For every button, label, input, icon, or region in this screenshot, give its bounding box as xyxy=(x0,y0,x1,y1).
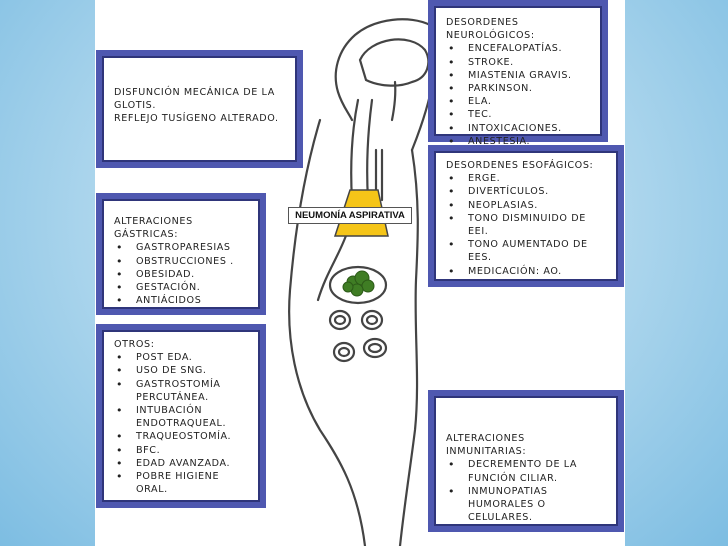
green-mass xyxy=(342,270,375,297)
list-item: ENCEFALOPATÍAS. xyxy=(448,42,590,55)
neurologicos-title: DESORDENES NEUROLÓGICOS: xyxy=(446,17,535,42)
list-item: TRAQUEOSTOMÍA. xyxy=(116,430,248,443)
stomach-outline xyxy=(328,265,388,305)
list-item: ERGE. xyxy=(448,172,606,185)
list-item: NEOPLASIAS. xyxy=(448,199,606,212)
list-item: USO DE SNG. xyxy=(116,364,248,377)
list-item: INTOXICACIONES. xyxy=(448,122,590,135)
front-line xyxy=(398,148,419,546)
neurologicos-list: ENCEFALOPATÍAS. STROKE. MIASTENIA GRAVIS… xyxy=(446,42,590,148)
list-item: GASTROSTOMÍA PERCUTÁNEA. xyxy=(116,378,248,404)
neumonia-label: NEUMONÍA ASPIRATIVA xyxy=(288,207,412,224)
list-item: DIVERTÍCULOS. xyxy=(448,185,606,198)
list-item: OBESIDAD. xyxy=(116,268,248,281)
otros-title: OTROS: xyxy=(114,339,155,350)
glotis-line-1: DISFUNCIÓN MECÁNICA DE LA GLOTIS. xyxy=(114,87,275,112)
list-item: POBRE HIGIENE ORAL. xyxy=(116,470,248,496)
list-item: STROKE. xyxy=(448,56,590,69)
list-item: PARKINSON. xyxy=(448,82,590,95)
list-item: TONO AUMENTADO DE EES. xyxy=(448,238,606,264)
box-esofagicos: DESORDENES ESOFÁGICOS: ERGE. DIVERTÍCULO… xyxy=(428,145,624,287)
box-otros: OTROS: POST EDA. USO DE SNG. GASTROSTOMÍ… xyxy=(96,324,266,508)
esofagicos-list: ERGE. DIVERTÍCULOS. NEOPLASIAS. TONO DIS… xyxy=(446,172,606,278)
list-item: GASTROPARESIAS xyxy=(116,241,248,254)
gastricas-list: GASTROPARESIAS OBSTRUCCIONES . OBESIDAD.… xyxy=(114,241,248,307)
airway-right xyxy=(366,98,374,202)
list-item: GESTACIÓN. xyxy=(116,281,248,294)
intestine-1-inner xyxy=(333,314,347,326)
intestine-4 xyxy=(362,337,388,359)
list-item: OBSTRUCCIONES . xyxy=(116,255,248,268)
list-item: POST EDA. xyxy=(116,351,248,364)
list-item: ANTIÁCIDOS xyxy=(116,294,248,307)
head-outline xyxy=(334,18,432,122)
list-item: INTUBACIÓN ENDOTRAQUEAL. xyxy=(116,404,248,430)
box-gastricas: ALTERACIONES GÁSTRICAS: GASTROPARESIAS O… xyxy=(96,193,266,315)
list-item: MIASTENIA GRAVIS. xyxy=(448,69,590,82)
inmunitarias-title: ALTERACIONES INMUNITARIAS: xyxy=(446,433,527,458)
box-neurologicos: DESORDENES NEUROLÓGICOS: ENCEFALOPATÍAS.… xyxy=(428,0,608,148)
otros-list: POST EDA. USO DE SNG. GASTROSTOMÍA PERCU… xyxy=(114,351,248,496)
box-inmunitarias: ALTERACIONES INMUNITARIAS: DECREMENTO DE… xyxy=(428,390,624,532)
brain-outline xyxy=(358,38,430,87)
list-item: MEDICACIÓN: AO. xyxy=(448,265,606,278)
list-item: ELA. xyxy=(448,95,590,108)
list-item: EDAD AVANZADA. xyxy=(116,457,248,470)
list-item: ANESTESIA. xyxy=(448,135,590,148)
back-line xyxy=(288,118,367,546)
intestine-3-inner xyxy=(337,346,351,358)
intestine-2 xyxy=(360,309,384,331)
gastricas-title: ALTERACIONES GÁSTRICAS: xyxy=(114,216,193,241)
list-item: DECREMENTO DE LA FUNCIÓN CILIAR. xyxy=(448,458,606,484)
intestine-1 xyxy=(328,309,352,331)
brain-stem xyxy=(390,80,397,122)
inmunitarias-list: DECREMENTO DE LA FUNCIÓN CILIAR. INMUNOP… xyxy=(446,458,606,524)
list-item: BFC. xyxy=(116,444,248,457)
box-glotis: DISFUNCIÓN MECÁNICA DE LA GLOTIS. REFLEJ… xyxy=(96,50,303,168)
intestine-2-inner xyxy=(365,314,379,326)
intestine-3 xyxy=(332,341,356,363)
list-item: INMUNOPATIAS HUMORALES O CELULARES. xyxy=(448,485,606,525)
esofagicos-title: DESORDENES ESOFÁGICOS: xyxy=(446,160,594,171)
glotis-line-2: REFLEJO TUSÍGENO ALTERADO. xyxy=(114,113,279,125)
list-item: TONO DISMINUIDO DE EEI. xyxy=(448,212,606,238)
intestine-4-inner xyxy=(367,342,383,354)
list-item: TEC. xyxy=(448,108,590,121)
